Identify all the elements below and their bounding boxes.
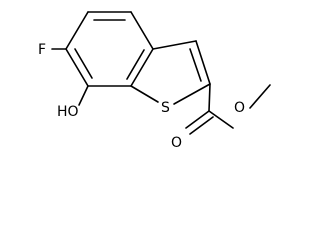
methyl-ester-group <box>185 83 271 135</box>
fluorine-label: F <box>38 42 46 58</box>
bond-carbonyl-o-right <box>189 116 214 135</box>
thiophene-ring <box>130 40 211 105</box>
atom-labels: F HO S O O <box>38 42 245 151</box>
bond-carbonyl-o-left <box>185 110 210 129</box>
bond-c2-carbonyl <box>208 83 211 112</box>
bond-c2-s1 <box>173 83 211 105</box>
bond-c2-c3 <box>195 40 211 85</box>
bond-c3a-c3 <box>152 40 197 50</box>
substituents <box>51 48 89 106</box>
bond-carbonyl-ester-o <box>208 110 234 129</box>
bond-c3a-c4 <box>130 11 154 50</box>
bond-c6-c7-inner <box>74 48 93 79</box>
bond-c3a-c7a-inner <box>126 49 145 80</box>
chemical-structure: F HO S O O <box>38 11 271 151</box>
bond-c5-c6 <box>65 11 89 50</box>
bond-c7-oh <box>78 85 89 106</box>
benzene-ring <box>65 11 154 87</box>
bond-ester-o-methyl <box>249 84 271 109</box>
ester-oxygen-label: O <box>234 100 245 116</box>
bond-c2-c3-inner <box>189 48 202 82</box>
hydroxyl-label: HO <box>57 104 79 120</box>
bond-c6-c7 <box>65 48 89 87</box>
carbonyl-oxygen-label: O <box>171 135 182 151</box>
bond-c3a-c7a <box>130 48 154 87</box>
sulfur-label: S <box>161 100 170 116</box>
bond-s1-c7a <box>130 85 159 103</box>
